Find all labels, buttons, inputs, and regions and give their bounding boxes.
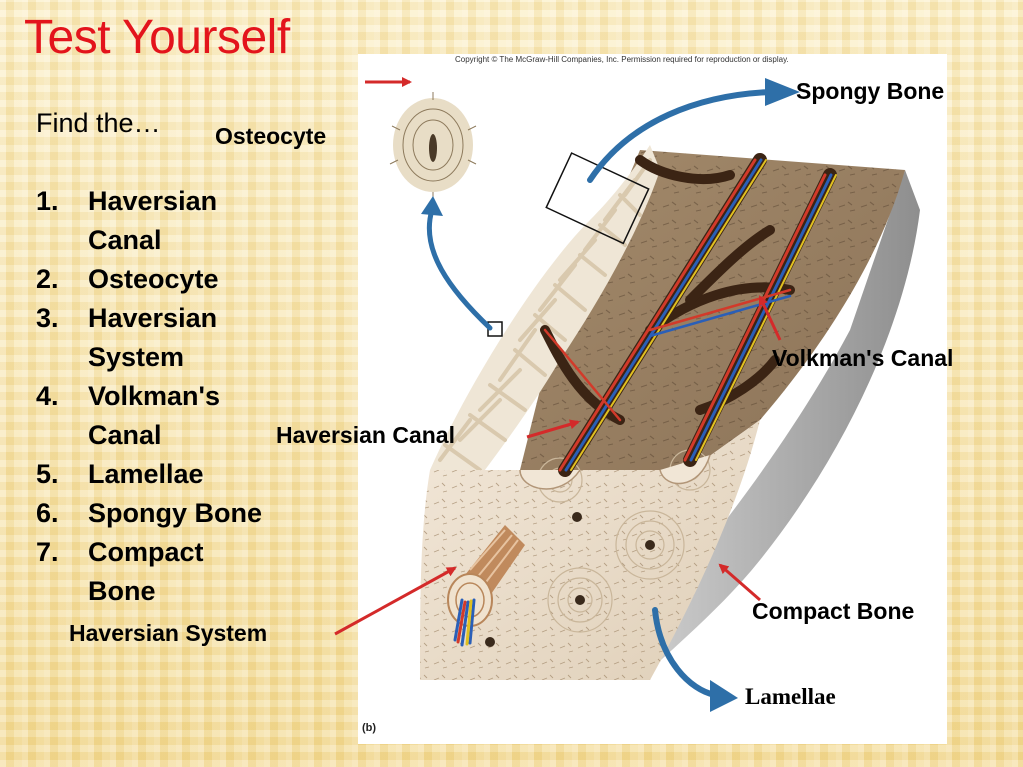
item-number: 4. <box>36 381 59 411</box>
item-text: System <box>88 342 185 372</box>
label-spongy-bone: Spongy Bone <box>796 78 945 104</box>
haversian-canal-vessels <box>543 153 837 477</box>
item-number: 2. <box>36 264 59 294</box>
blue-callout-arrows <box>421 78 800 712</box>
magnifier-box <box>545 152 650 245</box>
list-item: 6. Spongy Bone <box>36 494 318 533</box>
label-volkmans-canal: Volkman's Canal <box>772 345 954 371</box>
item-text: Spongy Bone <box>88 498 262 528</box>
find-the-prompt: Find the… <box>36 108 161 138</box>
osteon-canals <box>485 512 655 647</box>
item-text: Lamellae <box>88 459 204 489</box>
panel-label: (b) <box>362 722 377 734</box>
list-item: 2. Osteocyte <box>36 260 318 299</box>
canal-stub-right <box>659 454 711 485</box>
label-haversian-system: Haversian System <box>69 620 268 646</box>
item-text: Canal <box>88 225 162 255</box>
red-pointer-arrows <box>334 77 782 636</box>
item-text: Haversian <box>88 186 218 216</box>
item-number: 5. <box>36 459 59 489</box>
label-lamellae: Lamellae <box>745 684 836 709</box>
item-text: Bone <box>88 576 156 606</box>
periosteum-rim <box>600 170 920 680</box>
item-text: Canal <box>88 420 162 450</box>
osteon-cylinder <box>447 525 525 647</box>
item-text: Haversian <box>88 303 218 333</box>
label-osteocyte: Osteocyte <box>215 123 327 149</box>
list-item: 5. Lamellae <box>36 455 318 494</box>
item-number: 3. <box>36 303 59 333</box>
slide-title: Test Yourself <box>24 11 290 64</box>
item-text: Volkman's <box>88 381 220 411</box>
item-number: 7. <box>36 537 59 567</box>
copyright-notice: Copyright © The McGraw-Hill Companies, I… <box>455 55 789 64</box>
item-text: Compact <box>88 537 204 567</box>
osteocyte-inset <box>389 92 477 200</box>
label-haversian-canal: Haversian Canal <box>276 422 455 448</box>
item-number: 6. <box>36 498 59 528</box>
item-number: 1. <box>36 186 59 216</box>
label-compact-bone: Compact Bone <box>752 598 915 624</box>
item-text: Osteocyte <box>88 264 219 294</box>
